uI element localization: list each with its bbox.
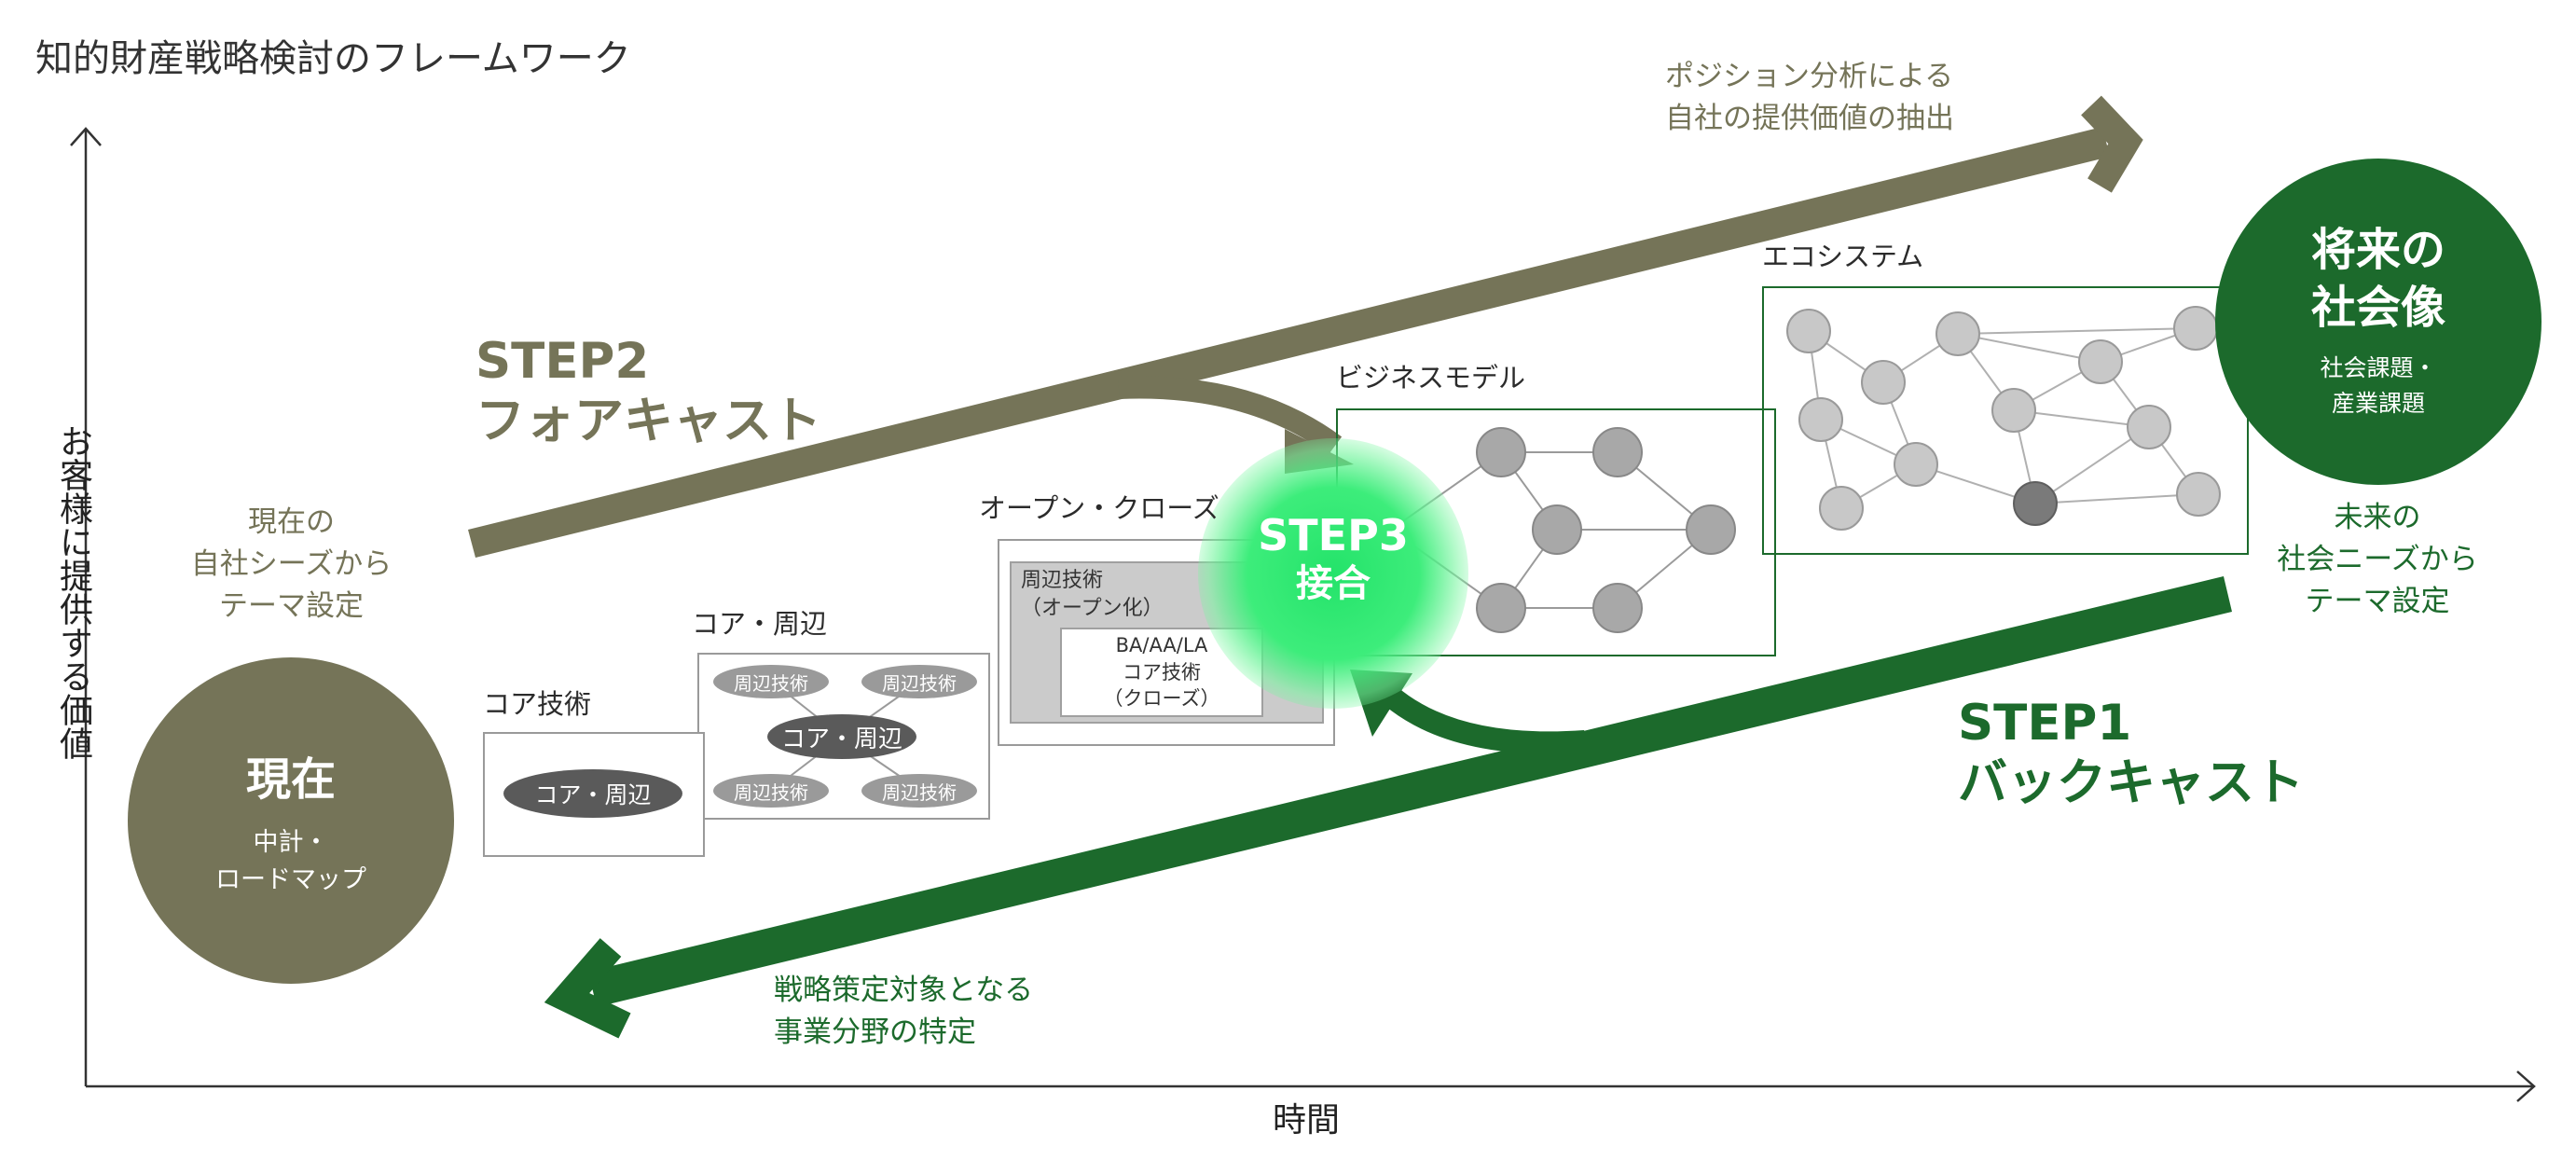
future-note: 未来の 社会ニーズから テーマ設定 — [2277, 501, 2478, 618]
eco-node — [1935, 311, 1980, 356]
step3-subtitle: 接合 — [1296, 562, 1371, 606]
core-periph-node-tl: 周辺技術 — [713, 665, 829, 698]
ecosystem-box — [1762, 286, 2249, 555]
future-circle-title-2: 社会像 — [2310, 282, 2445, 335]
eco-node — [2127, 405, 2171, 449]
core-oval: コア・周辺 — [503, 769, 682, 818]
step3-title: STEP3 — [1258, 510, 1409, 560]
axes — [70, 127, 2536, 1102]
eco-node — [2078, 339, 2123, 384]
step1-label: STEP1 バックキャスト — [1958, 694, 2304, 812]
page-title: 知的財産戦略検討のフレームワーク — [35, 37, 631, 80]
step2-curve-shaft — [1118, 376, 1343, 455]
eco-node — [1861, 360, 1906, 405]
future-circle: 将来の 社会像 社会課題・ 産業課題 — [2215, 159, 2542, 485]
core-periph-node-bl: 周辺技術 — [713, 774, 829, 808]
step1-arrow — [544, 576, 2232, 1039]
step1-arrow-shaft — [588, 576, 2232, 1007]
future-circle-title-1: 将来の — [2310, 223, 2445, 276]
core-periph-label: コア・周辺 — [692, 608, 828, 640]
eco-node — [1991, 388, 2036, 433]
x-axis-arrowhead — [2516, 1070, 2536, 1102]
step2-subtitle: フォアキャスト — [475, 392, 821, 449]
core-periph-center: コア・周辺 — [767, 714, 916, 759]
step1-curve-shaft — [1382, 685, 1586, 754]
future-circle-sub-2: 産業課題 — [2331, 390, 2425, 418]
x-axis-label: 時間 — [1273, 1101, 1341, 1139]
y-axis-arrowhead — [70, 127, 102, 146]
step3-glow — [1198, 438, 1468, 709]
step3-label: STEP3 接合 — [1240, 509, 1426, 607]
current-note: 現在の 自社シーズから テーマ設定 — [190, 505, 393, 623]
eco-node — [1786, 309, 1831, 353]
current-circle: 現在 中計・ ロードマップ — [128, 657, 454, 984]
step2-label: STEP2 フォアキャスト — [475, 332, 821, 450]
core-label: コア技術 — [483, 688, 592, 720]
ecosystem-label: エコシステム — [1762, 241, 1924, 272]
step2-arrow — [468, 95, 2143, 558]
step1-subtitle: バックキャスト — [1958, 753, 2304, 811]
core-periph-node-tr: 周辺技術 — [861, 665, 977, 698]
current-circle-title: 現在 — [245, 753, 336, 806]
eco-node — [1798, 397, 1843, 442]
eco-node — [1894, 442, 1938, 487]
future-circle-sub-1: 社会課題・ — [2320, 353, 2437, 381]
open-close-outer-label: 周辺技術 （オープン化） — [1021, 569, 1164, 620]
ecosystem-nodes — [1786, 306, 2221, 531]
open-close-label: オープン・クローズ — [979, 492, 1219, 524]
current-circle-sub-2: ロードマップ — [215, 865, 366, 894]
core-periph-node-br: 周辺技術 — [861, 774, 977, 808]
eco-node — [2176, 472, 2221, 517]
eco-node — [1819, 486, 1864, 531]
step2-note: ポジション分析による 自社の提供価値の抽出 — [1665, 60, 1954, 135]
business-model-label: ビジネスモデル — [1336, 362, 1526, 394]
step2-title: STEP2 — [475, 333, 650, 390]
step1-title: STEP1 — [1958, 695, 2132, 752]
eco-node-dark — [2013, 481, 2058, 526]
step1-arrow-head — [544, 938, 631, 1039]
step1-note: 戦略策定対象となる 事業分野の特定 — [774, 974, 1034, 1049]
step2-arrow-shaft — [468, 127, 2110, 558]
current-circle-sub-1: 中計・ — [253, 827, 329, 857]
step2-arrow-head — [2081, 95, 2143, 193]
y-axis-label: お客様に提供する価値 — [54, 424, 92, 760]
